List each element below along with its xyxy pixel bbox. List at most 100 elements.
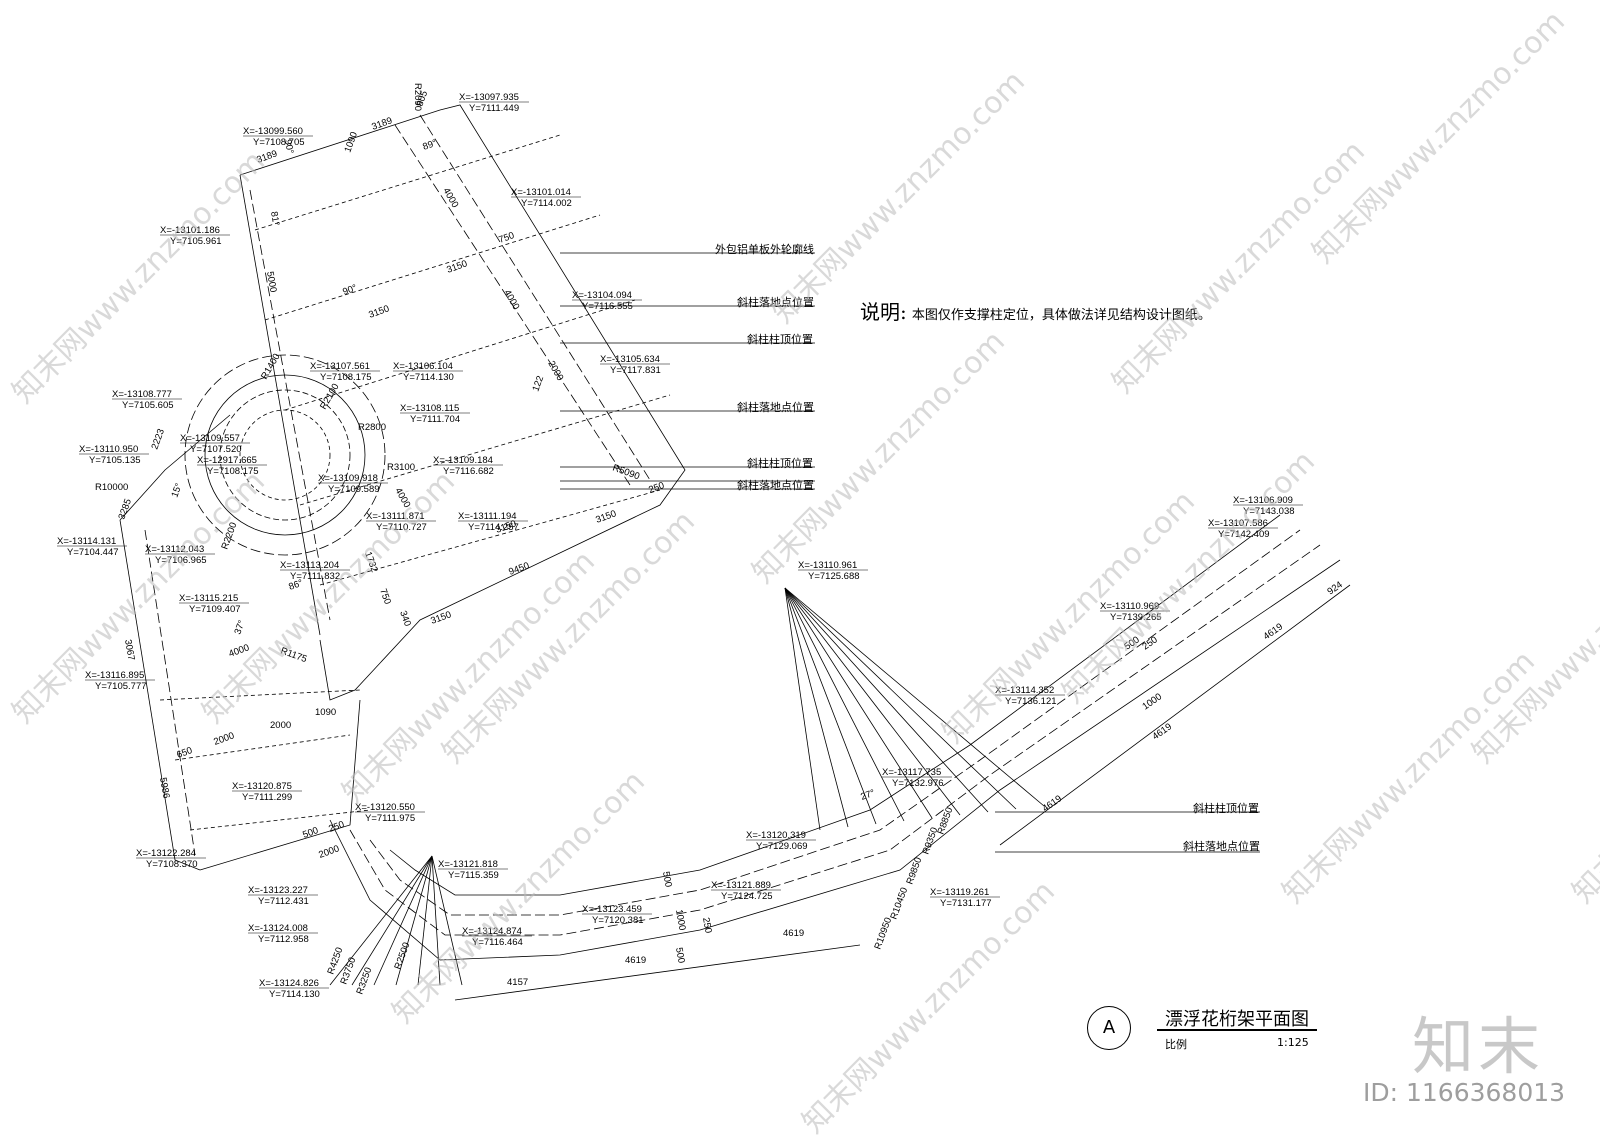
coord-x-6: X=-13107.561 xyxy=(310,361,370,372)
brand-id: ID: 1166368013 xyxy=(1363,1078,1566,1107)
coord-y-32: Y=7124.725 xyxy=(721,891,773,902)
dim-label-30: 3067 xyxy=(122,639,137,662)
coord-y-3: Y=7105.961 xyxy=(170,236,222,247)
dim-label-9: 750 xyxy=(497,230,516,246)
walkway-inner xyxy=(389,514,1281,896)
upper-cross-4 xyxy=(299,394,671,506)
coord-y-35: Y=7131.177 xyxy=(940,898,992,909)
dim-label-58: 4619 xyxy=(1150,721,1174,742)
coord-y-0: Y=7111.449 xyxy=(469,103,519,114)
dim-label-67: 90° xyxy=(341,283,358,298)
dim-label-43: R3250 xyxy=(354,966,374,996)
coord-x-13: X=-13109.184 xyxy=(433,455,493,466)
callout-label-2: 斜柱柱顶位置 xyxy=(747,332,813,346)
dim-label-70: 15° xyxy=(169,482,184,499)
coord-x-28: X=-13124.826 xyxy=(259,978,319,989)
plaza-circle-inner xyxy=(239,409,331,501)
coord-y-18: Y=7106.965 xyxy=(155,555,207,566)
plaza-circle-mid xyxy=(219,389,351,521)
coord-x-23: X=-13120.550 xyxy=(355,802,415,813)
coord-x-39: X=-13107.586 xyxy=(1208,518,1268,529)
dim-label-57: 4619 xyxy=(1261,621,1285,642)
note-lead: 说明: xyxy=(860,300,907,324)
dim-label-49: 4619 xyxy=(783,928,804,939)
coord-x-4: X=-13104.094 xyxy=(572,290,632,301)
coord-x-19: X=-13113.204 xyxy=(280,560,339,571)
coord-x-3: X=-13101.186 xyxy=(160,225,220,236)
dim-label-0: 3189 xyxy=(370,115,394,133)
dim-label-63: 1000 xyxy=(1140,691,1164,712)
dim-label-20: 340 xyxy=(397,609,413,628)
upper-offset-2 xyxy=(394,124,631,486)
coord-x-35: X=-13119.261 xyxy=(930,887,989,898)
brand-logo: 知末 xyxy=(1412,1010,1545,1083)
dim-label-38: 500 xyxy=(301,825,320,841)
coord-x-11: X=-13110.950 xyxy=(79,444,138,455)
left-offset-1 xyxy=(144,529,196,856)
upper-offset-3 xyxy=(249,189,331,621)
coord-y-28: Y=7114.130 xyxy=(269,989,320,1000)
coord-x-12: X=-12917.665 xyxy=(197,455,257,466)
callout-label-1: 斜柱落地点位置 xyxy=(737,295,814,309)
coord-y-27: Y=7112.958 xyxy=(258,934,309,945)
dim-label-40: 2000 xyxy=(317,843,341,861)
dim-label-64: 90° xyxy=(282,139,295,155)
coord-y-30: Y=7116.464 xyxy=(472,937,523,948)
dim-label-21: 3150 xyxy=(429,609,453,627)
upper-outline xyxy=(319,104,686,701)
coord-x-1: X=-13099.560 xyxy=(243,126,303,137)
dim-label-16: R3100 xyxy=(387,462,415,473)
coord-y-10: Y=7107.520 xyxy=(190,444,242,455)
dim-label-54: R9850 xyxy=(904,856,924,886)
title-underline xyxy=(1157,1029,1317,1031)
dim-label-68: 86° xyxy=(287,578,304,593)
coord-x-37: X=-13110.969 xyxy=(1100,601,1159,612)
dim-label-2: 1090 xyxy=(342,130,360,154)
dim-label-5: 5000 xyxy=(264,271,279,294)
coord-x-16: X=-13111.194 xyxy=(458,511,517,522)
dim-label-7: 3150 xyxy=(367,303,391,321)
dim-label-47: 500 xyxy=(673,947,687,965)
coord-x-33: X=-13110.961 xyxy=(798,560,857,571)
coord-y-26: Y=7112.431 xyxy=(258,896,309,907)
coord-x-9: X=-13108.115 xyxy=(400,403,459,414)
coord-y-5: Y=7117.831 xyxy=(610,365,661,376)
coord-y-13: Y=7116.682 xyxy=(443,466,494,477)
walkway-offset-1 xyxy=(349,544,1321,936)
coord-y-8: Y=7105.605 xyxy=(122,400,174,411)
coord-x-8: X=-13108.777 xyxy=(112,389,172,400)
design-note: 说明: 本图仅作支撑柱定位，具体做法详见结构设计图纸。 xyxy=(860,296,1211,325)
dim-label-33: 2000 xyxy=(270,720,291,731)
dim-label-71: 37° xyxy=(232,619,247,636)
coord-x-34: X=-13117.735 xyxy=(882,767,941,778)
radial-leader-b4 xyxy=(417,855,433,986)
dim-label-14: R2100 xyxy=(318,382,342,412)
coord-x-20: X=-13115.215 xyxy=(179,593,238,604)
coord-y-23: Y=7111.975 xyxy=(365,813,415,824)
upper-cross-3 xyxy=(284,299,636,411)
left-outer-edge xyxy=(119,519,201,871)
section-symbol: A xyxy=(1087,1006,1131,1050)
coord-y-19: Y=7111.832 xyxy=(290,571,340,582)
callout-label-6: 斜柱柱顶位置 xyxy=(1193,801,1259,815)
dim-label-27: 3285 xyxy=(116,497,134,521)
dim-label-36: 2000 xyxy=(212,730,236,748)
dim-label-35: 650 xyxy=(175,745,194,761)
dim-label-13: R1400 xyxy=(259,352,283,382)
dim-walkway-2 xyxy=(999,584,1351,846)
coord-x-25: X=-13121.818 xyxy=(438,859,498,870)
coord-x-27: X=-13124.008 xyxy=(248,923,308,934)
left-cross-3 xyxy=(189,809,371,831)
coord-y-16: Y=7114.257 xyxy=(468,522,519,533)
callout-label-5: 斜柱落地点位置 xyxy=(737,478,814,492)
coord-y-1: Y=7108.705 xyxy=(253,137,305,148)
dim-label-11: 122 xyxy=(530,374,546,393)
coord-x-21: X=-13116.895 xyxy=(85,670,144,681)
radial-leader-b5 xyxy=(431,855,441,986)
dim-label-65: 89° xyxy=(421,138,438,153)
dim-label-39: 250 xyxy=(327,819,346,835)
dim-label-28: 2223 xyxy=(149,427,167,451)
scale-label: 比例 xyxy=(1165,1038,1187,1051)
dim-label-6: 3150 xyxy=(445,258,469,276)
